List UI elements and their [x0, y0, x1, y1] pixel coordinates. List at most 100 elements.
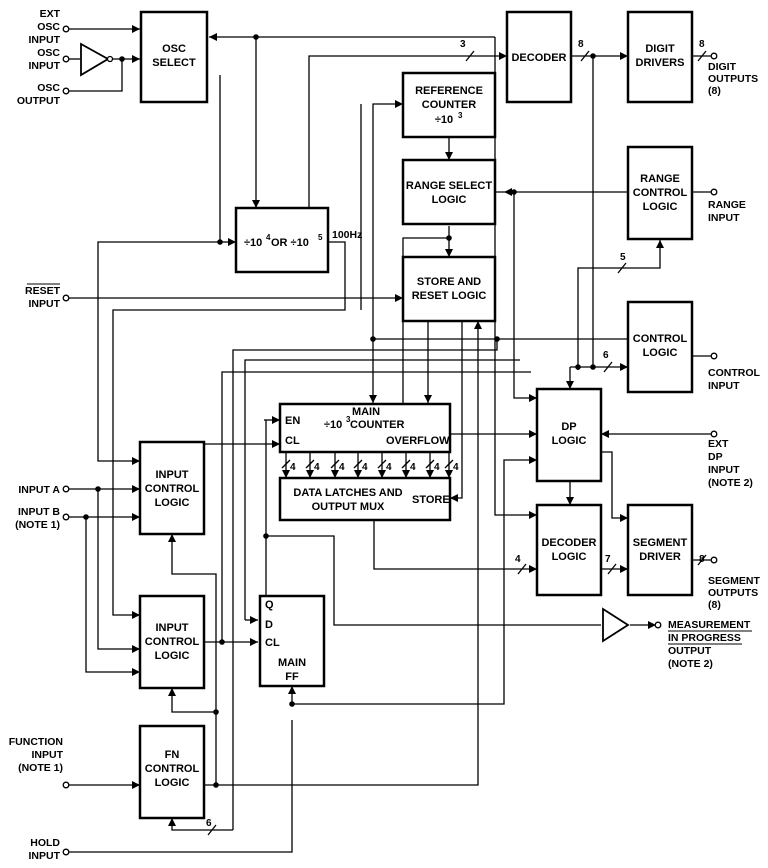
- osc-select-line1: OSC: [162, 43, 186, 55]
- dp-logic-block: DP LOGIC: [535, 387, 603, 483]
- bus-latch-4: 4: [362, 462, 368, 473]
- bus-latch-2: 4: [314, 462, 320, 473]
- ext-dp-line4: (NOTE 2): [708, 477, 753, 489]
- osc-select-line2: SELECT: [152, 57, 196, 69]
- icl2-line1: INPUT: [156, 622, 189, 634]
- fn-line1: FN: [165, 749, 180, 761]
- control-logic-block: CONTROL LOGIC: [626, 300, 694, 394]
- range-select-line1: RANGE SELECT: [406, 180, 492, 192]
- bus-decoder-logic-in: 4: [515, 554, 521, 565]
- range-select-line2: LOGIC: [432, 194, 467, 206]
- ext-osc-input-line1: EXT: [40, 8, 61, 20]
- digit-drivers-line2: DRIVERS: [636, 57, 685, 69]
- icl1-line2: CONTROL: [145, 483, 200, 495]
- fn-line3: LOGIC: [155, 777, 190, 789]
- segment-driver-block: SEGMENT DRIVER: [626, 503, 694, 597]
- bus-latch-1: 4: [290, 462, 296, 473]
- ext-osc-input-line3: INPUT: [29, 34, 61, 46]
- main-ff-d: D: [265, 619, 273, 631]
- bus-segment-out: 8: [699, 554, 705, 565]
- range-control-line1: RANGE: [640, 173, 680, 185]
- main-counter-en: EN: [285, 415, 300, 427]
- input-b-line2: (NOTE 1): [15, 519, 60, 531]
- measurement-buffer-icon: [602, 607, 630, 643]
- divider-exp1: 4: [266, 233, 271, 242]
- osc-output-line1: OSC: [37, 82, 60, 94]
- main-counter-counter: COUNTER: [350, 419, 404, 431]
- data-latches-block: DATA LATCHES AND OUTPUT MUX STORE: [278, 476, 452, 522]
- measurement-line3: OUTPUT: [668, 645, 712, 657]
- range-input-line1: RANGE: [708, 199, 746, 211]
- main-ff-cl: CL: [265, 637, 280, 649]
- range-control-line3: LOGIC: [643, 201, 678, 213]
- control-logic-line1: CONTROL: [633, 333, 688, 345]
- control-input-line2: INPUT: [708, 380, 740, 392]
- decoder-logic-line2: LOGIC: [552, 551, 587, 563]
- range-control-line2: CONTROL: [633, 187, 688, 199]
- ext-osc-input-line2: OSC: [37, 21, 60, 33]
- digit-outputs-line1: DIGIT: [708, 61, 737, 73]
- segment-outputs-line1: SEGMENT: [708, 575, 761, 587]
- segment-driver-line1: SEGMENT: [633, 537, 688, 549]
- bus-fn: 6: [206, 818, 212, 829]
- input-control-logic-2-block: INPUT CONTROL LOGIC: [138, 594, 206, 690]
- digit-drivers-line1: DIGIT: [645, 43, 675, 55]
- hold-input-line2: INPUT: [29, 850, 61, 862]
- input-b-line1: INPUT B: [18, 506, 60, 518]
- control-logic-line2: LOGIC: [643, 347, 678, 359]
- digit-outputs-line3: (8): [708, 85, 721, 97]
- divider-div2: OR ÷10: [271, 237, 309, 249]
- decoder-logic-line1: DECODER: [541, 537, 596, 549]
- reset-input-line1: RESET: [25, 285, 61, 297]
- control-input-line1: CONTROL: [708, 367, 760, 379]
- main-counter-divide: ÷10: [324, 419, 342, 431]
- io-labels: EXT OSC INPUT OSC INPUT OSC OUTPUT DIGIT…: [9, 8, 761, 862]
- bus-latch-3: 4: [339, 462, 345, 473]
- segment-outputs-line2: OUTPUTS: [708, 587, 758, 599]
- osc-input-line1: OSC: [37, 47, 60, 59]
- decoder-label: DECODER: [511, 52, 566, 64]
- osc-buffer-bubble-icon: [106, 55, 114, 63]
- main-counter-overflow: OVERFLOW: [386, 435, 450, 447]
- main-ff-block: Q D CL MAIN FF: [258, 594, 326, 688]
- reference-counter-divide: ÷10: [435, 114, 453, 126]
- bus-digit-out: 8: [699, 39, 705, 50]
- main-counter-exp: 3: [346, 415, 351, 424]
- bus-slashes: [207, 50, 707, 836]
- decoder-logic-block: DECODER LOGIC: [535, 503, 603, 597]
- bus-decoder-out: 8: [578, 39, 584, 50]
- data-latches-line1: DATA LATCHES AND: [293, 487, 402, 499]
- main-ff-line2: FF: [285, 671, 299, 683]
- store-reset-line1: STORE AND: [417, 276, 481, 288]
- store-reset-line2: RESET LOGIC: [412, 290, 487, 302]
- hz100-label: 100Hz: [332, 229, 362, 241]
- function-input-line2: INPUT: [32, 749, 64, 761]
- osc-buffer-icon: [80, 42, 110, 77]
- bus-latch-6: 4: [410, 462, 416, 473]
- bus-range: 5: [620, 252, 626, 263]
- hold-input-line1: HOLD: [30, 837, 60, 849]
- junction-dots: [83, 34, 596, 788]
- reference-counter-line1: REFERENCE: [415, 85, 483, 97]
- segment-driver-line2: DRIVER: [639, 551, 681, 563]
- divider-exp2: 5: [318, 233, 323, 242]
- dp-logic-line2: LOGIC: [552, 435, 587, 447]
- range-control-logic-block: RANGE CONTROL LOGIC: [626, 145, 694, 241]
- segment-outputs-line3: (8): [708, 599, 721, 611]
- reference-counter-exp: 3: [458, 111, 463, 120]
- dp-logic-line1: DP: [561, 421, 576, 433]
- main-counter-cl: CL: [285, 435, 300, 447]
- bus-latch-8: 4: [453, 462, 459, 473]
- osc-input-line2: INPUT: [29, 60, 61, 72]
- input-a-label: INPUT A: [18, 484, 60, 496]
- store-reset-logic-block: STORE AND RESET LOGIC: [401, 255, 497, 323]
- main-ff-q: Q: [265, 599, 274, 611]
- range-input-line2: INPUT: [708, 212, 740, 224]
- arrowheads: [132, 25, 664, 826]
- main-ff-line1: MAIN: [278, 657, 306, 669]
- function-input-line1: FUNCTION: [9, 736, 63, 748]
- bus-latch-5: 4: [386, 462, 392, 473]
- divider-block: ÷10 4 OR ÷10 5: [234, 206, 330, 274]
- bus-control: 6: [603, 350, 609, 361]
